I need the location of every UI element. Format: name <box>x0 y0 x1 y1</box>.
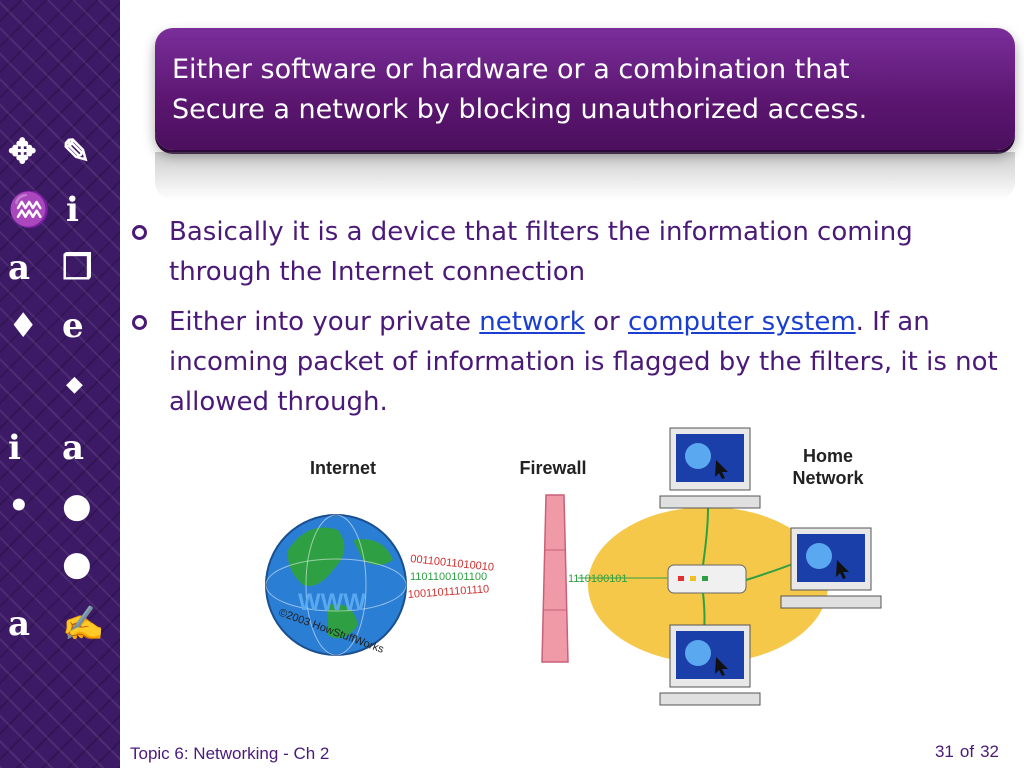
page-indicator: 31 of 32 <box>929 742 999 762</box>
computer-icon <box>659 427 761 509</box>
decor-glyph: ♒ <box>8 190 51 230</box>
slide-title: Either software or hardware or a combina… <box>172 50 1002 130</box>
decor-glyph: ✎ <box>62 132 91 172</box>
left-decorative-strip: ✥ ✎ ♒ i a ❒ ♦ e ◆ i a • ● ● a ✍ <box>0 0 120 768</box>
title-line-1: Either software or hardware or a combina… <box>172 54 850 85</box>
bullet-circle-icon <box>132 225 147 240</box>
bullet-text-mid: or <box>584 307 628 337</box>
firewall-diagram: WWW ©2003 HowStuffWorks 00110011010010 1… <box>258 420 898 725</box>
globe-text: WWW <box>298 589 366 616</box>
bullet-item: Either into your private network or comp… <box>130 302 1010 422</box>
firewall-label: Firewall <box>519 458 587 478</box>
bullet-text: Basically it is a device that filters th… <box>169 217 913 287</box>
decor-glyph: • <box>8 486 30 526</box>
globe-grid <box>305 514 367 656</box>
home-network-label: Home Network <box>778 445 878 489</box>
bullet-text-pre: Either into your private <box>169 307 480 337</box>
bitstream-green-out: 1110100101 <box>568 573 628 585</box>
cable <box>702 507 709 566</box>
bullet-text-post: . If an incoming packet of information i… <box>169 307 998 417</box>
decor-glyph: a <box>8 604 31 644</box>
computer-system-link[interactable]: computer system <box>628 307 856 337</box>
title-reflection <box>155 152 1015 200</box>
decor-glyph: a <box>62 428 85 468</box>
router-led <box>678 576 684 581</box>
bullet-circle-icon <box>132 315 147 330</box>
bitstream-green: 1101100101100 <box>410 571 487 583</box>
page-number: 31 <box>934 742 954 761</box>
decor-glyph: i <box>66 190 79 230</box>
decor-glyph: ✥ <box>8 132 37 172</box>
decor-glyph: ● <box>62 486 92 526</box>
home-label-line-1: Home <box>802 446 853 466</box>
decor-glyph: ♦ <box>8 306 39 346</box>
globe-land <box>328 604 358 639</box>
diagram-graphic: WWW ©2003 HowStuffWorks 00110011010010 1… <box>265 427 882 706</box>
decor-glyph: a <box>8 248 31 288</box>
footer-topic: Topic 6: Networking - Ch 2 <box>130 744 330 763</box>
title-line-2: Secure a network by blocking unauthorize… <box>172 94 868 125</box>
bullet-list: Basically it is a device that filters th… <box>130 212 1010 432</box>
internet-label: Internet <box>309 458 376 478</box>
computer-icon <box>780 527 882 609</box>
decor-glyph: i <box>8 428 21 468</box>
globe-land <box>287 527 345 586</box>
page-total: 32 <box>980 742 999 761</box>
decor-glyph: ✍ <box>62 604 105 644</box>
bullet-item: Basically it is a device that filters th… <box>130 212 1010 292</box>
decor-glyph: ● <box>62 544 92 584</box>
network-link[interactable]: network <box>479 307 585 337</box>
router-led <box>690 576 696 581</box>
bitstream-red-bottom: 10011011101110 <box>407 583 489 601</box>
decor-glyph: ❒ <box>62 248 93 288</box>
decor-glyph: ◆ <box>66 371 83 397</box>
decor-glyph: e <box>62 306 84 346</box>
title-banner <box>155 28 1015 150</box>
firewall-icon <box>541 494 569 663</box>
globe-land <box>353 539 393 565</box>
router-led <box>702 576 708 581</box>
page-of-text: of <box>959 742 975 761</box>
home-label-line-2: Network <box>792 468 864 488</box>
globe-grid <box>265 558 407 612</box>
computer-icon <box>659 624 761 706</box>
